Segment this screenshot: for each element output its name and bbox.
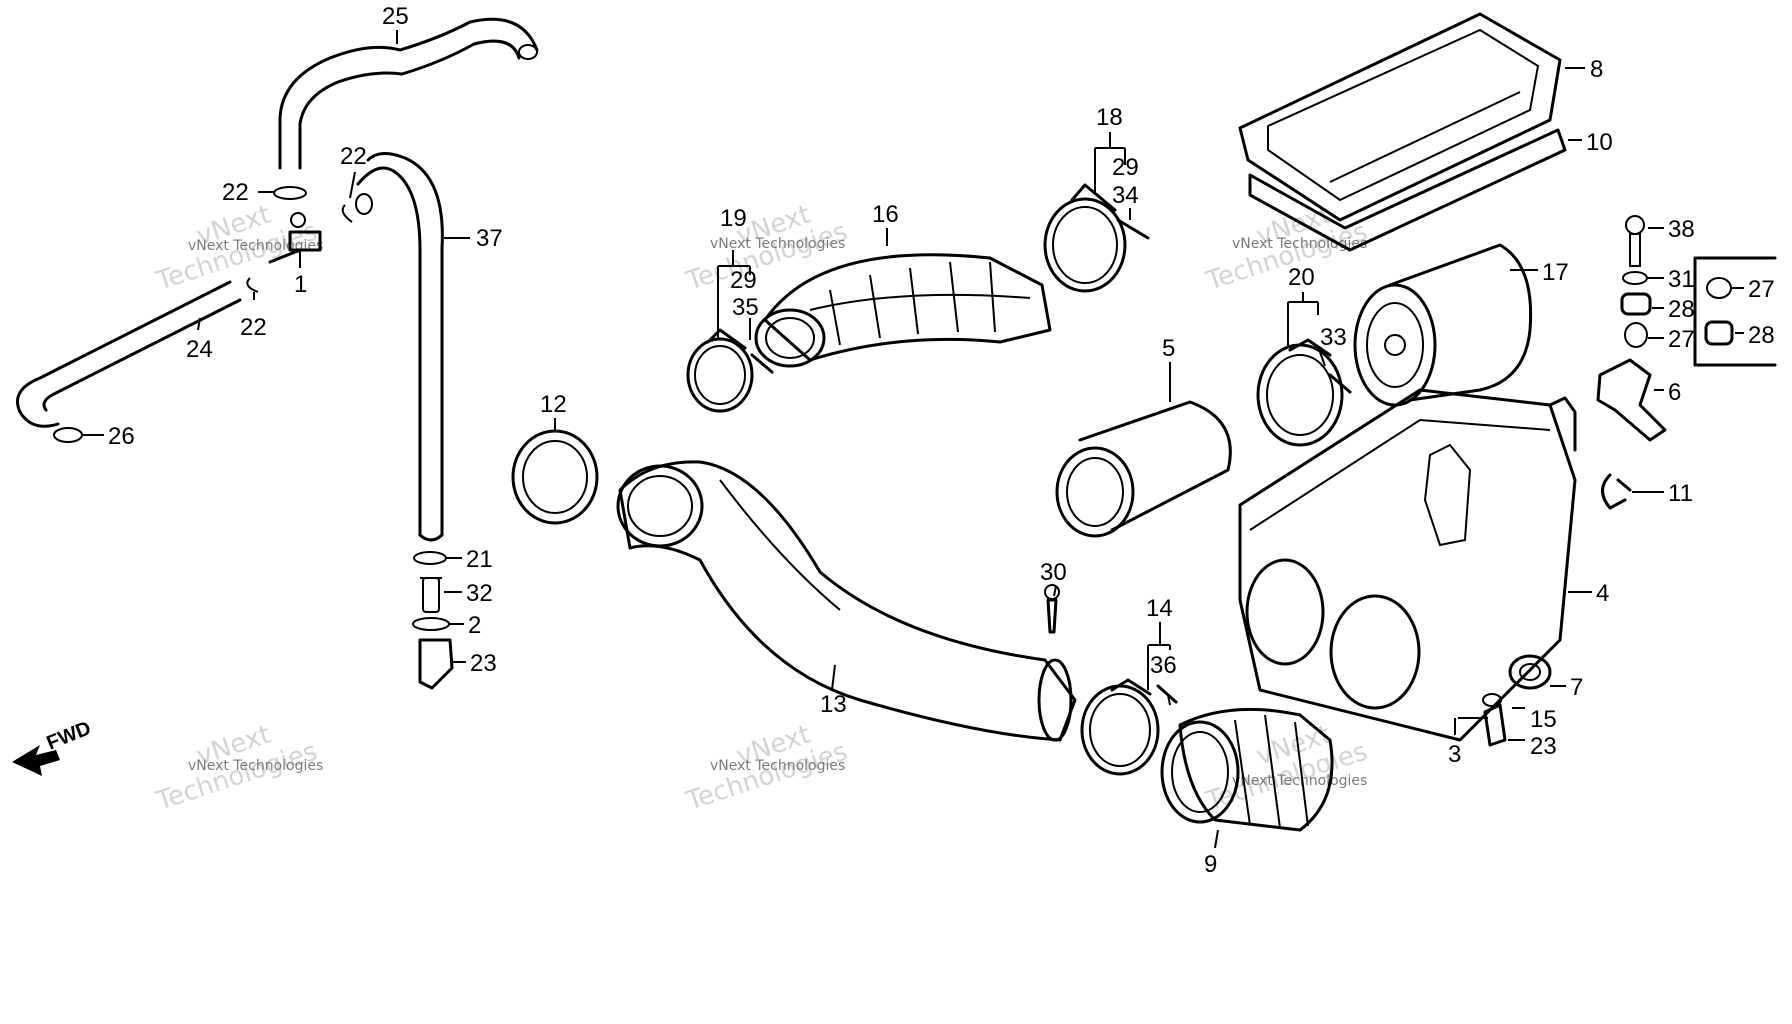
callout-25: 25 — [382, 3, 409, 30]
case-4 — [1238, 388, 1577, 742]
clamp-band-20 — [1256, 338, 1344, 447]
collar-27 — [1624, 322, 1648, 348]
callout-13: 13 — [820, 691, 847, 718]
bolt-33 — [1328, 373, 1352, 394]
callout-31: 31 — [1668, 266, 1695, 293]
svg-text:vNext Technologies: vNext Technologies — [188, 758, 323, 774]
svg-text:vNext Technologies: vNext Technologies — [710, 236, 845, 252]
fwd-indicator: FWD — [12, 717, 94, 776]
watermark: vNext Technologies vNext Technologies — [682, 200, 851, 297]
callout-18: 18 — [1096, 104, 1123, 131]
callout-labels: 25 22 22 22 1 37 24 26 21 32 2 23 19 29 … — [108, 3, 1775, 878]
fwd-arrow-icon — [12, 745, 60, 776]
callout-9: 9 — [1204, 851, 1217, 878]
leader-lines — [82, 30, 1744, 849]
callout-28: 28 — [1668, 296, 1695, 323]
callout-8: 8 — [1590, 56, 1603, 83]
bolt-35 — [750, 353, 774, 374]
callout-28: 28 — [1748, 322, 1775, 349]
rubber-28 — [1620, 292, 1652, 316]
clip-26 — [53, 427, 83, 443]
joint-1 — [268, 212, 322, 264]
drain-plug-23 — [418, 638, 454, 690]
element-17 — [1353, 243, 1533, 407]
callout-19: 19 — [720, 205, 747, 232]
tube-16 — [754, 253, 1052, 368]
screw-30 — [1044, 584, 1060, 634]
callout-15: 15 — [1530, 706, 1557, 733]
svg-text:vNext Technologies: vNext Technologies — [1232, 773, 1367, 789]
callout-1: 1 — [294, 271, 307, 298]
callout-23: 23 — [1530, 733, 1557, 760]
washer-2 — [412, 617, 450, 631]
callout-32: 32 — [466, 580, 493, 607]
svg-text:vNext Technologies: vNext Technologies — [710, 758, 845, 774]
breather-hose-25 — [278, 17, 539, 170]
callout-24: 24 — [186, 336, 213, 363]
bolt-36 — [1156, 684, 1178, 704]
svg-text:vNext Technologies: vNext Technologies — [188, 238, 323, 254]
callout-14: 14 — [1146, 595, 1173, 622]
bolt-32 — [420, 577, 442, 613]
drain-tube-23-right — [1483, 703, 1507, 747]
clip-11 — [1601, 473, 1632, 510]
bracket-6 — [1596, 358, 1667, 442]
callout-20: 20 — [1288, 264, 1315, 291]
callout-5: 5 — [1162, 335, 1175, 362]
callout-26: 26 — [108, 423, 135, 450]
watermark: vNext Technologies vNext Technologies — [682, 720, 851, 817]
bolt-38 — [1625, 215, 1645, 267]
tube-9 — [1160, 707, 1334, 832]
bolt-34 — [1116, 218, 1150, 240]
callout-23: 23 — [470, 650, 497, 677]
callout-2: 2 — [468, 612, 481, 639]
breather-hose-24 — [16, 280, 242, 428]
clamp-band-19 — [686, 328, 754, 413]
callout-11: 11 — [1668, 480, 1693, 507]
fwd-label: FWD — [44, 717, 94, 754]
callout-12: 12 — [540, 391, 567, 418]
callout-33: 33 — [1320, 324, 1347, 351]
gasket-10 — [1248, 128, 1567, 252]
callout-29: 29 — [730, 267, 757, 294]
clamp-band-14 — [1080, 678, 1160, 776]
callout-17: 17 — [1542, 259, 1569, 286]
watermark: vNext Technologies vNext Technologies — [152, 720, 323, 817]
breather-hose-37 — [355, 152, 444, 542]
callout-38: 38 — [1668, 216, 1695, 243]
callout-10: 10 — [1586, 129, 1613, 156]
clamp-band-18 — [1043, 183, 1127, 293]
callout-22: 22 — [240, 314, 267, 341]
duct-13 — [616, 460, 1077, 742]
inset-box — [1693, 256, 1777, 367]
callout-22: 22 — [340, 143, 367, 170]
callout-16: 16 — [872, 201, 899, 228]
callout-35: 35 — [732, 294, 759, 321]
ring-12 — [511, 429, 599, 525]
callout-4: 4 — [1596, 580, 1609, 607]
tube-5 — [1055, 400, 1232, 538]
callout-34: 34 — [1112, 182, 1139, 209]
callout-6: 6 — [1668, 379, 1681, 406]
grommet-7 — [1508, 654, 1552, 690]
callout-30: 30 — [1040, 559, 1067, 586]
cover-8 — [1238, 12, 1562, 222]
collar-31 — [1622, 271, 1648, 285]
callout-27: 27 — [1748, 276, 1775, 303]
callout-37: 37 — [476, 225, 503, 252]
callout-21: 21 — [466, 546, 493, 573]
clip-21 — [413, 551, 447, 565]
callout-29: 29 — [1112, 154, 1139, 181]
clip-15 — [1482, 693, 1502, 707]
callout-7: 7 — [1570, 674, 1583, 701]
callout-27: 27 — [1668, 326, 1695, 353]
callout-22: 22 — [222, 179, 249, 206]
callout-3: 3 — [1448, 741, 1461, 768]
callout-36: 36 — [1150, 652, 1177, 679]
